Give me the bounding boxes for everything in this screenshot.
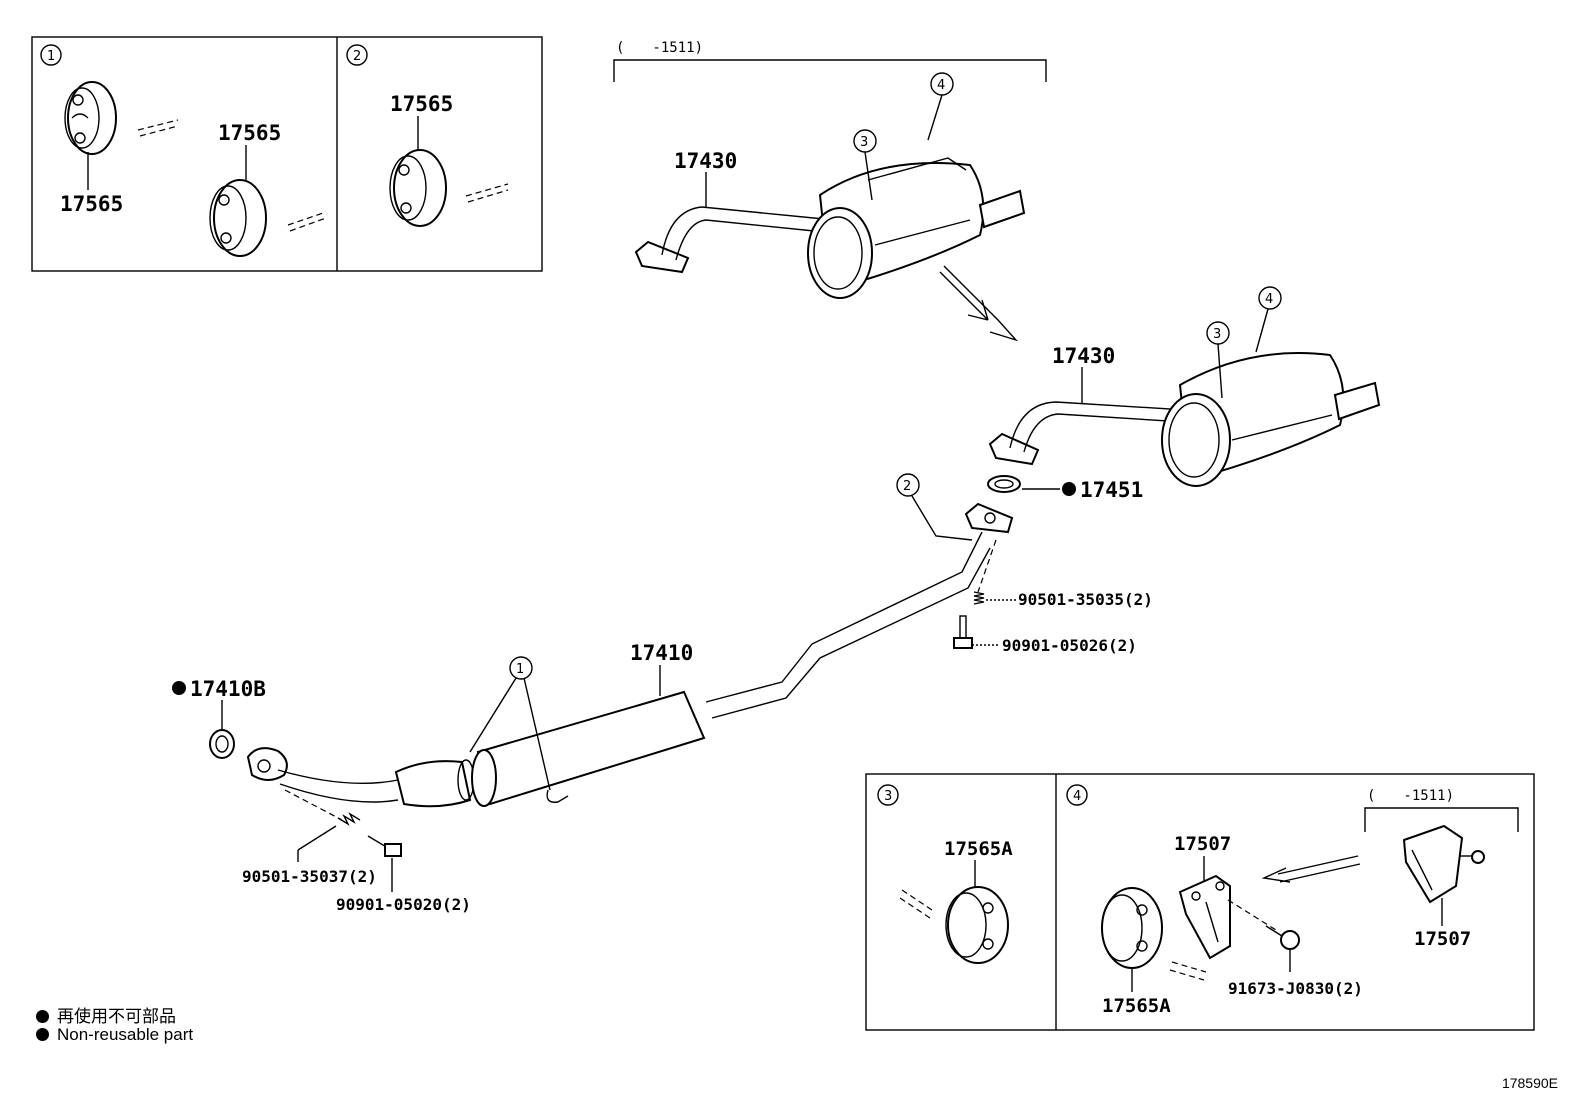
callout-4-mid: 4 <box>1265 292 1273 307</box>
part-90901-05020: 90901-05020(2) <box>336 895 471 914</box>
tail-pipe-muffler-old: 3 4 17430 <box>634 72 1026 299</box>
hanger-rubber-icon <box>64 81 117 155</box>
part-17565-c: 17565 <box>390 92 453 116</box>
part-90501-35037: 90501-35037(2) <box>242 867 377 886</box>
spring-icon <box>337 812 361 826</box>
bracket-icon <box>1402 824 1485 904</box>
inset-1: 1 17565 17565 <box>40 44 327 257</box>
front-flange-fasteners: 90501-35037(2) 90901-05020(2) <box>242 789 471 914</box>
part-17565-b: 17565 <box>218 121 281 145</box>
part-17507-b: 17507 <box>1414 928 1471 950</box>
front-exhaust-pipe: 1 2 17410 <box>246 473 1014 808</box>
legend-en: Non-reusable part <box>36 1025 193 1045</box>
hanger-rubber-icon <box>1101 887 1163 969</box>
range-bracket-top: ( -1511) <box>613 40 1047 82</box>
callout-2-label: 2 <box>353 49 361 64</box>
part-17565a-a: 17565A <box>944 838 1013 860</box>
spring-icon <box>973 591 985 605</box>
part-91673-j0830: 91673-J0830(2) <box>1228 979 1363 998</box>
bolt-icon <box>367 835 402 857</box>
part-17565a-b: 17565A <box>1102 995 1171 1017</box>
part-17430-mid: 17430 <box>1052 344 1115 368</box>
part-90901-05026: 90901-05026(2) <box>1002 636 1137 655</box>
non-reusable-dot-icon <box>172 681 186 695</box>
bolt-icon <box>953 615 973 649</box>
part-90501-35035: 90501-35035(2) <box>1018 590 1153 609</box>
inset-3: 3 17565A <box>877 784 1013 964</box>
part-17410: 17410 <box>630 641 693 665</box>
part-17507-a: 17507 <box>1174 833 1231 855</box>
bolt-icon <box>1265 925 1300 950</box>
part-17410b: 17410B <box>190 677 266 701</box>
part-17565-a: 17565 <box>60 192 123 216</box>
rear-flange-fasteners: 90501-35035(2) 90901-05026(2) <box>953 539 1153 655</box>
hanger-rubber-icon <box>389 149 447 227</box>
inset-box-3-4 <box>865 773 1535 1031</box>
gasket-17410b: 17410B <box>172 677 266 759</box>
arrow-icon <box>1261 855 1361 883</box>
inset-2: 2 17565 <box>346 44 509 227</box>
non-reusable-dot-icon <box>36 1028 49 1041</box>
part-17430-top: 17430 <box>674 149 737 173</box>
part-17451: 17451 <box>1080 478 1143 502</box>
tail-pipe-muffler-new: 3 4 17430 <box>988 286 1381 487</box>
legend-en-text: Non-reusable part <box>57 1025 194 1044</box>
range-label-inset: ( -1511) <box>1367 788 1454 804</box>
callout-3-top: 3 <box>860 135 868 150</box>
hanger-rubber-icon <box>945 886 1009 964</box>
arrow-icon <box>939 265 1019 342</box>
figure-code: 178590E <box>1501 1075 1558 1091</box>
range-label-top: ( -1511) <box>616 40 703 56</box>
legend-jp: 再使用不可部品 <box>36 1002 176 1027</box>
callout-1-pipe: 1 <box>516 662 524 677</box>
inset-box-1-2 <box>31 36 543 272</box>
gasket-17451: 17451 <box>987 475 1143 502</box>
callout-1-label: 1 <box>47 49 55 64</box>
inset-4: 4 ( -1511) 17565A 17507 9167 <box>1066 784 1519 1017</box>
callout-2-pipe: 2 <box>903 479 911 494</box>
legend-jp-text: 再使用不可部品 <box>57 1007 176 1026</box>
callout-3-inset: 3 <box>884 789 892 804</box>
non-reusable-dot-icon <box>36 1010 49 1023</box>
bracket-icon <box>1178 874 1231 960</box>
hanger-rubber-icon <box>209 179 267 257</box>
non-reusable-dot-icon <box>1062 482 1076 496</box>
callout-4-inset: 4 <box>1073 789 1081 804</box>
callout-4-top: 4 <box>937 78 945 93</box>
callout-3-mid: 3 <box>1213 327 1221 342</box>
